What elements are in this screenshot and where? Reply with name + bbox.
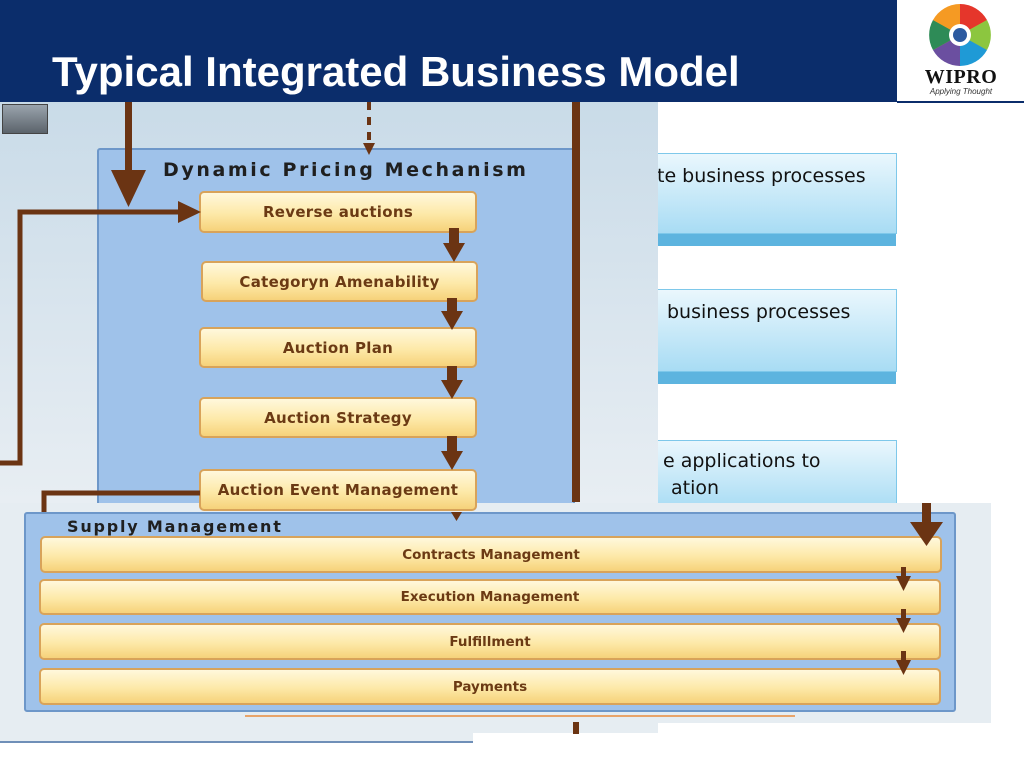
supply-management-title: Supply Management xyxy=(67,517,283,536)
callout-3: e applications to ation xyxy=(630,440,897,510)
logo-wordmark: WIPRO xyxy=(924,66,998,88)
thumbnail-image xyxy=(2,104,48,134)
sunflower-logo-icon xyxy=(929,4,991,66)
wipro-logo: WIPRO Applying Thought xyxy=(897,0,1024,102)
callout-3-text-line2: ation xyxy=(671,477,720,499)
logo-tagline: Applying Thought xyxy=(929,87,993,96)
step-fulfillment: Fulfillment xyxy=(39,623,941,660)
step-auction-strategy: Auction Strategy xyxy=(199,397,477,438)
header-bar: Typical Integrated Business Model xyxy=(0,0,897,102)
callout-2: business processes xyxy=(630,289,897,372)
supply-management-underline xyxy=(245,715,795,717)
step-execution-management: Execution Management xyxy=(39,579,941,615)
callout-3-text-line1: e applications to xyxy=(663,450,821,472)
slide-title: Typical Integrated Business Model xyxy=(52,48,740,95)
diagram-overlay-strip xyxy=(0,723,473,743)
diagram-overlay-strip-2 xyxy=(473,723,658,733)
dynamic-pricing-title: Dynamic Pricing Mechanism xyxy=(163,159,529,181)
callout-2-text: business processes xyxy=(667,301,851,323)
step-payments: Payments xyxy=(39,668,941,705)
step-category-amenability: Categoryn Amenability xyxy=(201,261,478,302)
callout-1-shadow xyxy=(658,232,896,246)
callout-2-shadow xyxy=(658,370,896,384)
callout-1: te business processes xyxy=(630,153,897,234)
step-contracts-management: Contracts Management xyxy=(40,536,942,573)
callout-1-text: te business processes xyxy=(657,165,866,187)
step-reverse-auctions: Reverse auctions xyxy=(199,191,477,233)
header-rule xyxy=(897,101,1024,103)
step-auction-event-management: Auction Event Management xyxy=(199,469,477,511)
step-auction-plan: Auction Plan xyxy=(199,327,477,368)
